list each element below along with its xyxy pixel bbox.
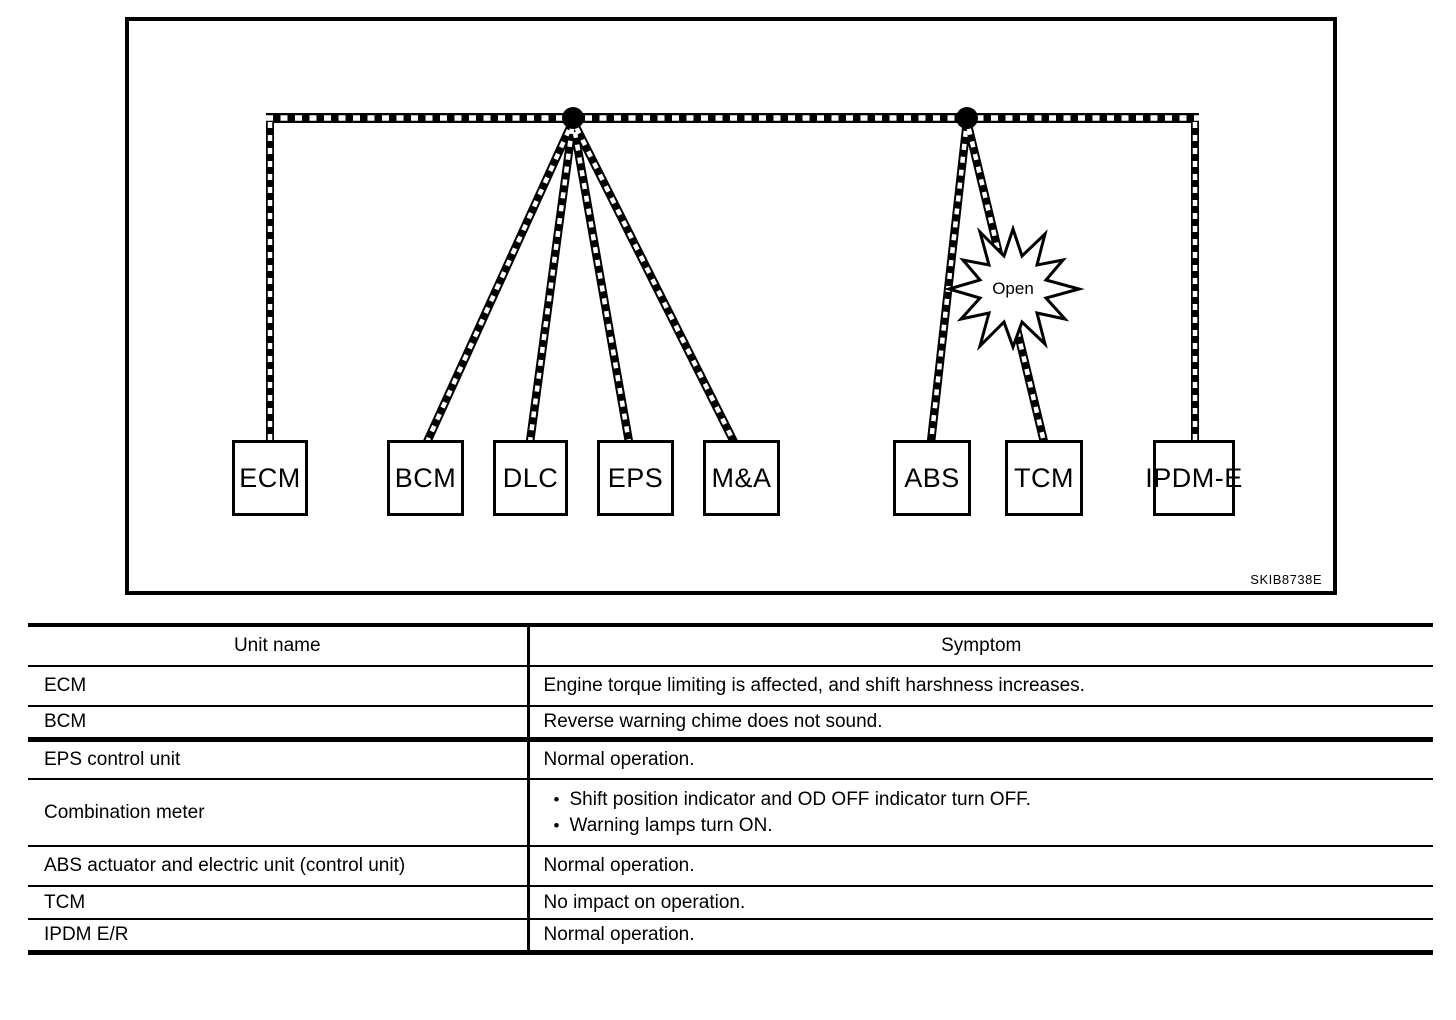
unit-name-cell: BCM: [28, 706, 528, 742]
col-header-unit-name: Unit name: [28, 625, 528, 667]
unit-name-cell: EPS control unit: [28, 739, 528, 780]
table-row: ABS actuator and electric unit (control …: [28, 846, 1433, 887]
symptom-table: Unit name Symptom ECM Engine torque limi…: [28, 623, 1433, 955]
symptom-cell: No impact on operation.: [526, 886, 1433, 920]
open-burst-icon: [943, 224, 1085, 352]
symptom-text: Warning lamps turn ON.: [569, 814, 773, 836]
bullet-icon: •: [553, 789, 560, 809]
diagram-frame-border: [125, 17, 1337, 595]
junction-dot-right: [956, 107, 978, 129]
unit-name-cell: IPDM E/R: [28, 919, 528, 955]
table-row: TCM No impact on operation.: [28, 886, 1433, 920]
dash-overlay: [570, 119, 737, 444]
node-box-ecm: ECM: [232, 440, 308, 516]
unit-name-cell: ABS actuator and electric unit (control …: [28, 846, 528, 887]
dash-overlay: [527, 120, 576, 443]
unit-name-cell: TCM: [28, 886, 528, 920]
node-label-abs: ABS: [904, 462, 960, 493]
node-box-ipdm: IPDM-E: [1145, 440, 1242, 516]
unit-name-cell: Combination meter: [28, 779, 528, 847]
node-label-bcm: BCM: [394, 462, 457, 493]
node-box-dlc: DLC: [493, 440, 568, 516]
symptom-bullet-line: • Warning lamps turn ON.: [544, 813, 1434, 839]
table-row: BCM Reverse warning chime does not sound…: [28, 706, 1433, 742]
table-row: EPS control unit Normal operation.: [28, 739, 1433, 780]
symptom-cell: Normal operation.: [526, 846, 1433, 887]
symptom-cell: Engine torque limiting is affected, and …: [526, 666, 1433, 707]
node-label-dlc: DLC: [502, 462, 559, 493]
symptom-bullet-line: • Shift position indicator and OD OFF in…: [544, 787, 1434, 813]
node-label-ecm: ECM: [239, 462, 301, 493]
node-box-eps: EPS: [597, 440, 674, 516]
node-label-ipdm: IPDM-E: [1145, 462, 1243, 493]
table-header-row: Unit name Symptom: [28, 625, 1433, 667]
node-label-ma: M&A: [711, 462, 772, 493]
node-box-tcm: TCM: [1005, 440, 1083, 516]
table-row: IPDM E/R Normal operation.: [28, 919, 1433, 955]
symptom-cell: Reverse warning chime does not sound.: [526, 706, 1433, 742]
col-header-symptom: Symptom: [526, 625, 1433, 667]
dash-overlay: [928, 120, 970, 443]
node-box-abs: ABS: [893, 440, 971, 516]
open-fault-label: Open: [992, 279, 1034, 298]
junction-dot-left: [562, 107, 584, 129]
diagram-canvas: [125, 17, 1337, 595]
node-box-bcm: BCM: [387, 440, 464, 516]
symptom-cell: Normal operation.: [526, 919, 1433, 955]
bullet-icon: •: [553, 815, 560, 835]
can-branch-bcm: [423, 119, 577, 444]
node-label-eps: EPS: [607, 462, 664, 493]
symptom-cell: Normal operation.: [526, 739, 1433, 780]
unit-name-cell: ECM: [28, 666, 528, 707]
node-label-tcm: TCM: [1014, 462, 1074, 493]
symptom-cell: • Shift position indicator and OD OFF in…: [526, 779, 1434, 847]
dash-overlay: [570, 120, 632, 443]
table-row: Combination meter • Shift position indic…: [28, 779, 1434, 847]
node-box-ma: M&A: [703, 440, 780, 516]
figure-code: SKIB8738E: [1250, 572, 1322, 587]
table-row: ECM Engine torque limiting is affected, …: [28, 666, 1433, 707]
symptom-text: Shift position indicator and OD OFF indi…: [569, 788, 1031, 810]
